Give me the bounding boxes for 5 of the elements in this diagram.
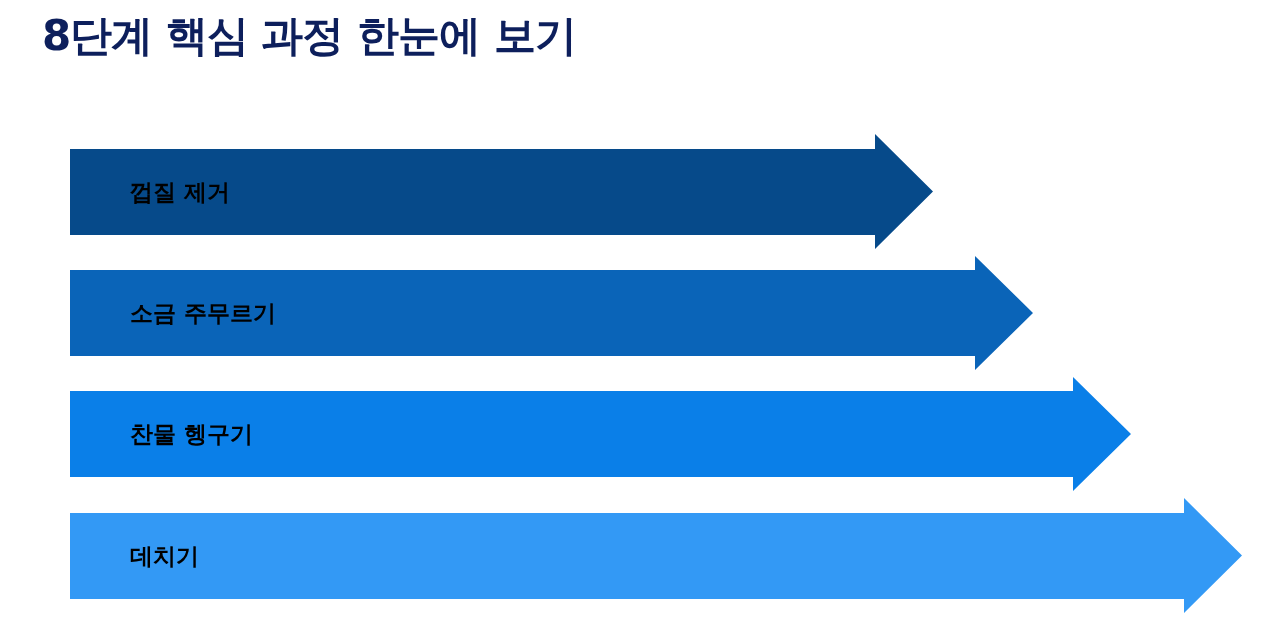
step-label: 데치기 — [130, 541, 199, 570]
step-label: 껍질 제거 — [130, 177, 230, 206]
title: 8단계 핵심 과정 한눈에 보기 — [42, 10, 576, 62]
step-label: 찬물 헹구기 — [130, 419, 253, 449]
step-label: 소금 주무르기 — [130, 298, 276, 328]
